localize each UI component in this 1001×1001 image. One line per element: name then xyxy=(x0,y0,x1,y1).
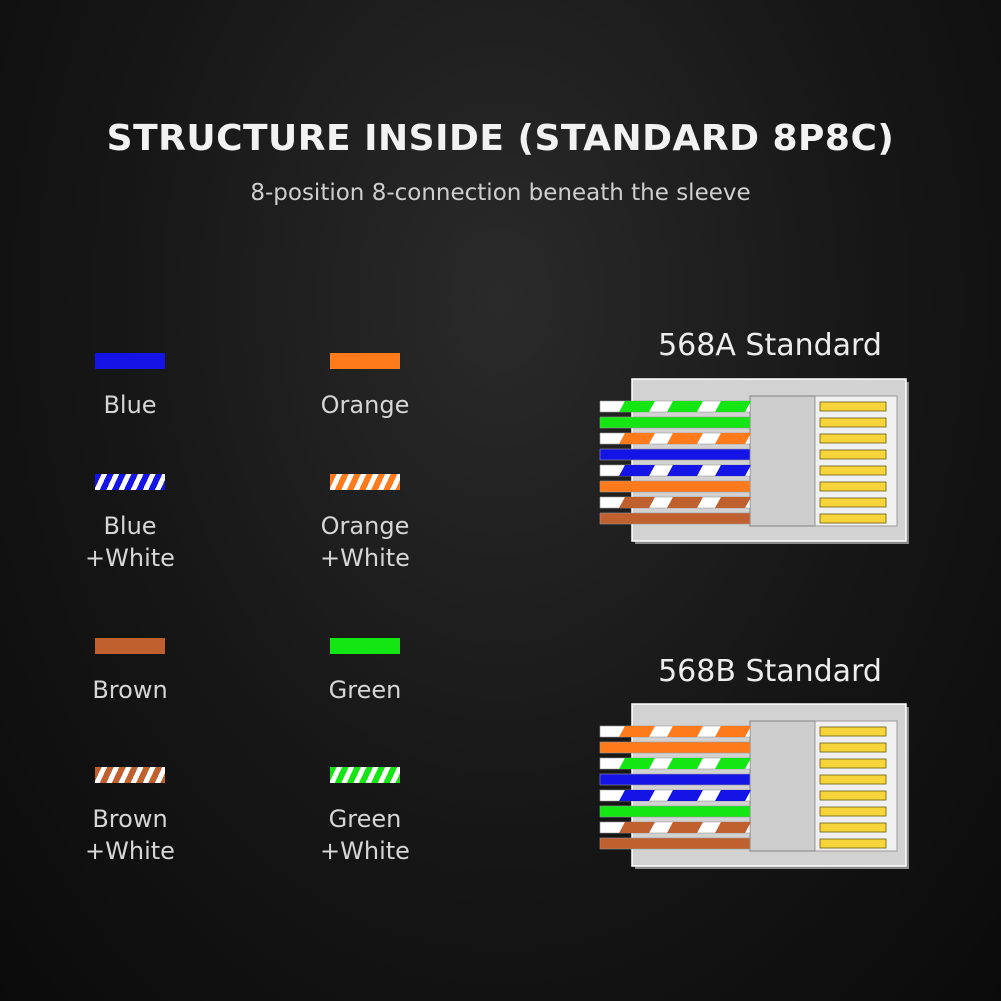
legend-label-blue-white: Blue +White xyxy=(85,512,175,572)
wire-1-stripe xyxy=(715,401,751,412)
wire-7-stripe xyxy=(715,822,751,833)
legend-label-blue: Blue xyxy=(103,391,157,419)
contact-pin-8 xyxy=(819,838,887,849)
wire-6 xyxy=(599,805,751,818)
contact-pin-4 xyxy=(819,449,887,460)
wire-2-insulation xyxy=(599,741,751,754)
wire-3-stripe xyxy=(619,758,655,769)
swatch-brown xyxy=(95,638,165,654)
wire-5-stripe xyxy=(667,465,703,476)
legend-label-brown: Brown xyxy=(92,676,168,704)
contact-pin-8 xyxy=(819,513,887,524)
wire-1 xyxy=(599,725,751,738)
wire-3-stripe xyxy=(619,433,655,444)
wire-1-stripe xyxy=(619,401,655,412)
contact-pin-3 xyxy=(819,433,887,444)
wire-8 xyxy=(599,512,751,525)
wire-3 xyxy=(599,432,751,445)
wire-8 xyxy=(599,837,751,850)
legend-item-brown: Brown xyxy=(40,638,220,706)
wire-6-insulation xyxy=(599,480,751,493)
standard-568a-title: 568A Standard xyxy=(658,328,882,363)
wire-3 xyxy=(599,757,751,770)
wire-5-stripe xyxy=(715,790,751,801)
wire-7-stripe xyxy=(667,497,703,508)
legend-label-orange-white: Orange +White xyxy=(320,512,410,572)
contact-pin-1 xyxy=(819,726,887,737)
legend-item-green: Green xyxy=(275,638,455,706)
wire-1-stripe xyxy=(667,401,703,412)
wire-5 xyxy=(599,464,751,477)
contact-pin-2 xyxy=(819,742,887,753)
wire-5-stripe xyxy=(715,465,751,476)
wire-5-stripe xyxy=(619,790,655,801)
contact-pin-4 xyxy=(819,774,887,785)
wire-2 xyxy=(599,416,751,429)
swatch-blue-white xyxy=(95,474,165,490)
wire-5-stripe xyxy=(667,790,703,801)
wire-1-stripe xyxy=(667,726,703,737)
wire-6 xyxy=(599,480,751,493)
wire-2 xyxy=(599,741,751,754)
contact-pin-7 xyxy=(819,822,887,833)
wire-4 xyxy=(599,448,751,461)
contact-pin-2 xyxy=(819,417,887,428)
legend-label-orange: Orange xyxy=(320,391,410,419)
swatch-orange xyxy=(330,353,400,369)
wire-4-insulation xyxy=(599,773,751,786)
legend-item-blue-white: Blue +White xyxy=(40,474,220,574)
legend-item-orange: Orange xyxy=(275,353,455,421)
contact-pin-1 xyxy=(819,401,887,412)
strain-relief xyxy=(749,720,816,852)
legend-item-brown-white: Brown +White xyxy=(40,767,220,867)
wire-3-stripe xyxy=(667,758,703,769)
swatch-green xyxy=(330,638,400,654)
contact-pin-3 xyxy=(819,758,887,769)
wire-7 xyxy=(599,821,751,834)
wire-7 xyxy=(599,496,751,509)
connector-568b xyxy=(599,703,909,869)
wire-7-stripe xyxy=(715,497,751,508)
wire-3-stripe xyxy=(715,433,751,444)
strain-relief xyxy=(749,395,816,527)
wire-2-insulation xyxy=(599,416,751,429)
contact-pin-5 xyxy=(819,465,887,476)
wire-1 xyxy=(599,400,751,413)
standard-568b-title: 568B Standard xyxy=(658,654,882,689)
wire-4-insulation xyxy=(599,448,751,461)
page-title: STRUCTURE INSIDE (STANDARD 8P8C) xyxy=(106,118,895,159)
wire-7-stripe xyxy=(619,822,655,833)
swatch-brown-white xyxy=(95,767,165,783)
contact-pin-6 xyxy=(819,481,887,492)
wire-7-stripe xyxy=(619,497,655,508)
wire-8-insulation xyxy=(599,837,751,850)
legend-item-orange-white: Orange +White xyxy=(275,474,455,574)
wire-1-stripe xyxy=(715,726,751,737)
wire-8-insulation xyxy=(599,512,751,525)
wire-3-stripe xyxy=(667,433,703,444)
legend-label-brown-white: Brown +White xyxy=(85,805,175,865)
legend-item-green-white: Green +White xyxy=(275,767,455,867)
wire-5 xyxy=(599,789,751,802)
legend-label-green-white: Green +White xyxy=(320,805,410,865)
page-subtitle: 8-position 8-connection beneath the slee… xyxy=(250,180,751,206)
swatch-green-white xyxy=(330,767,400,783)
connector-568a xyxy=(599,378,909,544)
contact-pin-7 xyxy=(819,497,887,508)
wire-6-insulation xyxy=(599,805,751,818)
swatch-blue xyxy=(95,353,165,369)
wire-4 xyxy=(599,773,751,786)
wire-3-stripe xyxy=(715,758,751,769)
swatch-orange-white xyxy=(330,474,400,490)
wire-5-stripe xyxy=(619,465,655,476)
contact-pin-5 xyxy=(819,790,887,801)
legend-item-blue: Blue xyxy=(40,353,220,421)
contact-pin-6 xyxy=(819,806,887,817)
wire-1-stripe xyxy=(619,726,655,737)
wire-7-stripe xyxy=(667,822,703,833)
legend-label-green: Green xyxy=(328,676,402,704)
